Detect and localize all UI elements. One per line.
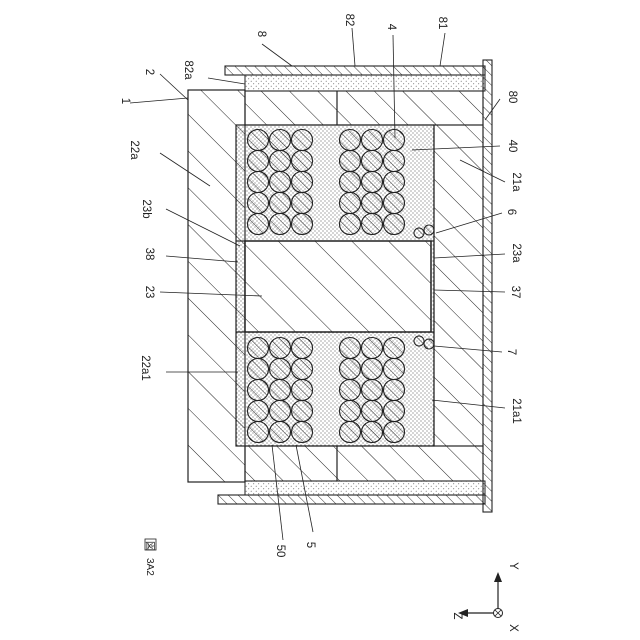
label-ref-23a: 23a bbox=[510, 243, 522, 263]
wire-cross-section bbox=[292, 151, 313, 172]
wire-cross-section bbox=[292, 193, 313, 214]
wire-cross-section bbox=[270, 172, 291, 193]
axis-label-y: Y bbox=[507, 562, 519, 570]
axis-label-z: Z bbox=[451, 612, 463, 619]
wire-cross-section bbox=[248, 422, 269, 443]
wire-cross-section bbox=[248, 214, 269, 235]
label-ref-23b: 23b bbox=[140, 199, 152, 218]
wire-cross-section bbox=[270, 151, 291, 172]
wire-cross-section bbox=[248, 401, 269, 422]
wire-cross-section bbox=[340, 359, 361, 380]
wire-cross-section bbox=[340, 401, 361, 422]
wire-cross-section bbox=[362, 359, 383, 380]
y-axis-arrow-icon bbox=[494, 572, 502, 582]
wire-cross-section bbox=[292, 422, 313, 443]
wire-cross-section bbox=[340, 151, 361, 172]
wire-cross-section bbox=[270, 359, 291, 380]
caption-prefix: 図 bbox=[144, 541, 156, 551]
wire-cross-section bbox=[384, 130, 405, 151]
wire-cross-section bbox=[270, 401, 291, 422]
wire-cross-section bbox=[340, 214, 361, 235]
figure-caption: 図 3A2 bbox=[144, 539, 157, 576]
label-ref-2: 2 bbox=[143, 69, 155, 75]
wire-cross-section bbox=[270, 130, 291, 151]
wire-cross-section bbox=[384, 214, 405, 235]
wire-cross-section bbox=[292, 130, 313, 151]
wire-cross-section bbox=[362, 214, 383, 235]
axis-label-x: X bbox=[507, 624, 519, 632]
wire-cross-section bbox=[270, 422, 291, 443]
wire-cross-section bbox=[270, 214, 291, 235]
wire-cross-section bbox=[340, 130, 361, 151]
wire-cross-section bbox=[292, 380, 313, 401]
label-ref-5: 5 bbox=[304, 542, 316, 548]
wire-cross-section bbox=[248, 380, 269, 401]
wire-cross-section bbox=[292, 338, 313, 359]
wire-cross-section bbox=[248, 193, 269, 214]
label-ref-21a1: 21a1 bbox=[510, 398, 522, 424]
label-ref-6: 6 bbox=[505, 209, 517, 215]
label-ref-82a: 82a bbox=[182, 60, 194, 80]
coordinate-axes: Y Z X bbox=[451, 562, 519, 632]
label-ref-1: 1 bbox=[119, 98, 131, 104]
wire-cross-section bbox=[362, 422, 383, 443]
wire-cross-section bbox=[362, 172, 383, 193]
center-core-23 bbox=[236, 241, 434, 332]
wire-cross-section bbox=[362, 130, 383, 151]
caption-number: 3A2 bbox=[144, 558, 155, 576]
wire-cross-section bbox=[384, 193, 405, 214]
wire-cross-section bbox=[384, 172, 405, 193]
wire-cross-section bbox=[340, 193, 361, 214]
wire-cross-section bbox=[384, 338, 405, 359]
label-ref-22a: 22a bbox=[128, 140, 140, 160]
wire-cross-section bbox=[384, 401, 405, 422]
label-ref-23: 23 bbox=[143, 286, 155, 299]
wire-cross-section bbox=[270, 380, 291, 401]
wire-cross-section bbox=[340, 422, 361, 443]
wire-cross-section bbox=[340, 338, 361, 359]
wire-cross-section bbox=[384, 380, 405, 401]
wire-cross-section bbox=[248, 151, 269, 172]
label-ref-50: 50 bbox=[274, 545, 286, 558]
wire-cross-section bbox=[292, 401, 313, 422]
wire-cross-section bbox=[384, 422, 405, 443]
wire-cross-section bbox=[362, 193, 383, 214]
wire-cross-section bbox=[270, 193, 291, 214]
wire-cross-section bbox=[384, 359, 405, 380]
wire-cross-section bbox=[340, 380, 361, 401]
label-ref-38: 38 bbox=[143, 248, 155, 261]
wire-cross-section bbox=[292, 172, 313, 193]
wire-cross-section bbox=[384, 151, 405, 172]
wire-cross-section bbox=[362, 380, 383, 401]
label-ref-40: 40 bbox=[506, 140, 518, 153]
wire-cross-section bbox=[362, 151, 383, 172]
label-ref-80: 80 bbox=[506, 91, 518, 104]
wire-cross-section bbox=[248, 359, 269, 380]
label-ref-82: 82 bbox=[343, 14, 355, 27]
label-ref-4: 4 bbox=[385, 24, 397, 31]
label-ref-81: 81 bbox=[436, 17, 448, 30]
wire-cross-section bbox=[292, 359, 313, 380]
wire-cross-section bbox=[248, 130, 269, 151]
wire-cross-section bbox=[248, 172, 269, 193]
wire-cross-section bbox=[292, 214, 313, 235]
label-ref-7: 7 bbox=[505, 349, 517, 355]
label-ref-37: 37 bbox=[509, 286, 521, 299]
label-ref-8: 8 bbox=[255, 31, 267, 37]
wire-cross-section bbox=[340, 172, 361, 193]
wire-cross-section bbox=[270, 338, 291, 359]
label-ref-21a: 21a bbox=[510, 172, 522, 192]
label-ref-22a1: 22a1 bbox=[139, 355, 151, 381]
wire-cross-section bbox=[362, 401, 383, 422]
wire-cross-section bbox=[248, 338, 269, 359]
wire-cross-section bbox=[362, 338, 383, 359]
